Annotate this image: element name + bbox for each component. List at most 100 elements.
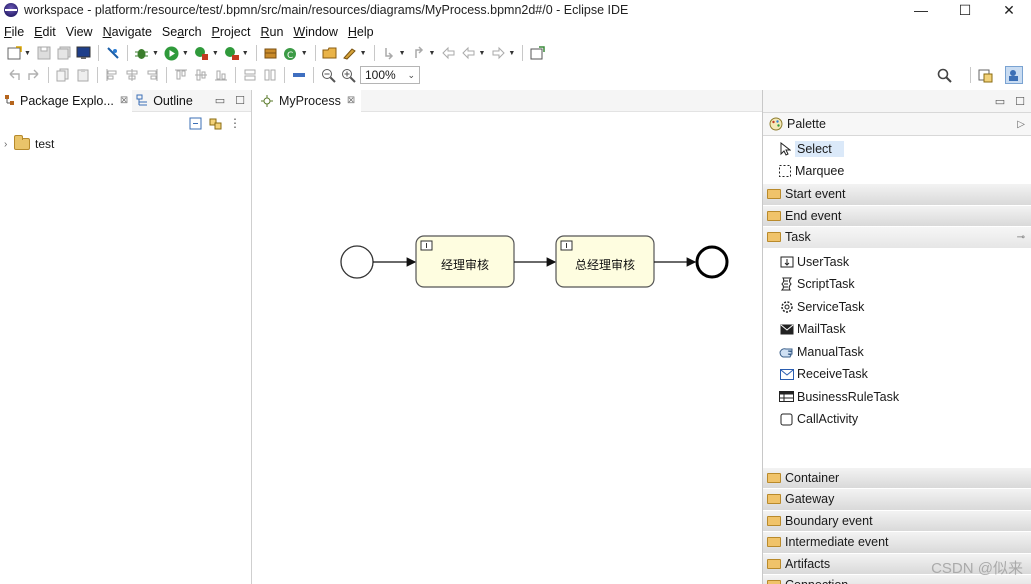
palette-tool-servicetask[interactable]: ServiceTask bbox=[763, 296, 1031, 319]
align-center-icon[interactable] bbox=[124, 67, 140, 83]
end-event[interactable] bbox=[695, 245, 729, 279]
tab-outline[interactable]: Outline bbox=[132, 90, 197, 112]
open-perspective-icon[interactable] bbox=[977, 67, 993, 83]
minimize-view-icon[interactable]: ▭ bbox=[214, 95, 226, 107]
open-task-icon[interactable] bbox=[342, 45, 358, 61]
close-window-button[interactable]: ✕ bbox=[1003, 1, 1015, 18]
chevron-right-icon[interactable]: › bbox=[4, 138, 8, 150]
tool-marquee[interactable]: Marquee bbox=[763, 160, 1031, 182]
palette-tool-receivetask[interactable]: ReceiveTask bbox=[763, 363, 1031, 386]
match-height-icon[interactable] bbox=[242, 67, 258, 83]
tab-package-explorer[interactable]: Package Explo... ⊠ bbox=[0, 89, 133, 112]
drawer-connection[interactable]: Connection bbox=[763, 575, 1031, 584]
new-class-icon[interactable]: C bbox=[283, 45, 299, 61]
tab-myprocess[interactable]: MyProcess ⊠ bbox=[254, 89, 362, 112]
drawer-boundary-event[interactable]: Boundary event bbox=[763, 510, 1031, 532]
user-task-node[interactable]: 总经理审核 bbox=[555, 235, 655, 288]
maximize-button[interactable]: ☐ bbox=[958, 1, 972, 18]
tool-select[interactable]: Select bbox=[763, 138, 1031, 160]
copy-icon[interactable] bbox=[55, 67, 71, 83]
collapse-palette-icon[interactable]: ▷ bbox=[1017, 118, 1025, 130]
forward-icon[interactable] bbox=[490, 45, 506, 61]
run-icon[interactable] bbox=[164, 45, 180, 61]
back-icon[interactable] bbox=[460, 45, 476, 61]
align-right-icon[interactable] bbox=[144, 67, 160, 83]
user-task-node[interactable]: 经理审核 bbox=[415, 235, 515, 288]
pin-editor-icon[interactable] bbox=[529, 45, 545, 61]
drawer-intermediate-event[interactable]: Intermediate event bbox=[763, 532, 1031, 554]
external-tools-icon[interactable] bbox=[224, 45, 240, 61]
chevron-down-icon[interactable]: ▼ bbox=[428, 49, 436, 57]
tree-item-project[interactable]: ›test bbox=[0, 134, 251, 154]
menu-item[interactable]: File bbox=[0, 25, 28, 39]
minimize-view-icon[interactable]: ▭ bbox=[994, 95, 1006, 108]
palette-tool-callactivity[interactable]: CallActivity bbox=[763, 408, 1031, 431]
close-icon[interactable]: ⊠ bbox=[346, 95, 356, 106]
coverage-icon[interactable] bbox=[194, 45, 210, 61]
terminal-icon[interactable] bbox=[76, 45, 92, 61]
chevron-down-icon[interactable]: ▼ bbox=[508, 49, 516, 57]
bpmn-diagram[interactable]: 经理审核 总经理审核 bbox=[254, 112, 762, 584]
paste-icon[interactable] bbox=[75, 67, 91, 83]
palette-tool-businessruletask[interactable]: BusinessRuleTask bbox=[763, 386, 1031, 409]
save-all-icon[interactable] bbox=[56, 45, 72, 61]
zoom-out-icon[interactable] bbox=[320, 67, 336, 83]
collapse-all-icon[interactable] bbox=[187, 115, 203, 131]
menu-item[interactable]: Project bbox=[208, 25, 255, 39]
align-left-icon[interactable] bbox=[104, 67, 120, 83]
chevron-down-icon[interactable]: ▼ bbox=[359, 49, 367, 57]
align-bottom-icon[interactable] bbox=[213, 67, 229, 83]
pin-drawer-icon[interactable]: ⊸ bbox=[1016, 231, 1025, 243]
redo-icon[interactable] bbox=[26, 67, 42, 83]
chevron-down-icon[interactable]: ▼ bbox=[211, 49, 219, 57]
close-icon[interactable]: ⊠ bbox=[119, 95, 129, 106]
drawer-gateway[interactable]: Gateway bbox=[763, 489, 1031, 511]
debug-icon[interactable] bbox=[134, 45, 150, 61]
prev-annotation-icon[interactable] bbox=[411, 45, 427, 61]
match-width-icon[interactable] bbox=[262, 67, 278, 83]
new-icon[interactable] bbox=[6, 45, 22, 61]
chevron-down-icon[interactable]: ▼ bbox=[300, 49, 308, 57]
diagram-canvas[interactable]: 经理审核 总经理审核 bbox=[254, 112, 762, 584]
chevron-down-icon[interactable]: ▼ bbox=[398, 49, 406, 57]
search-icon[interactable] bbox=[936, 67, 952, 83]
minimize-button[interactable]: — bbox=[914, 2, 928, 18]
chevron-down-icon[interactable]: ▼ bbox=[24, 49, 31, 57]
menu-item[interactable]: View bbox=[62, 25, 97, 39]
chevron-down-icon[interactable]: ▼ bbox=[151, 49, 159, 57]
palette-tool-usertask[interactable]: UserTask bbox=[763, 251, 1031, 274]
undo-icon[interactable] bbox=[6, 67, 22, 83]
menu-item[interactable]: Window bbox=[289, 25, 341, 39]
open-type-icon[interactable] bbox=[322, 45, 338, 61]
drawer-task[interactable]: Task ⊸ bbox=[763, 227, 1031, 249]
view-menu-icon[interactable]: ⋮ bbox=[229, 116, 241, 130]
drawer-end-event[interactable]: End event bbox=[763, 205, 1031, 227]
palette-header[interactable]: Palette ▷ bbox=[763, 112, 1031, 136]
chevron-down-icon[interactable]: ⌄ bbox=[407, 69, 415, 80]
drawer-artifacts[interactable]: Artifacts bbox=[763, 553, 1031, 575]
align-middle-icon[interactable] bbox=[193, 67, 209, 83]
align-top-icon[interactable] bbox=[173, 67, 189, 83]
maximize-view-icon[interactable]: ☐ bbox=[1015, 95, 1025, 108]
menu-item[interactable]: Search bbox=[158, 25, 206, 39]
zoom-in-icon[interactable] bbox=[340, 67, 356, 83]
chevron-down-icon[interactable]: ▼ bbox=[478, 49, 486, 57]
drawer-start-event[interactable]: Start event bbox=[763, 184, 1031, 206]
menu-item[interactable]: Help bbox=[344, 25, 378, 39]
zoom-combo[interactable]: 100% ⌄ bbox=[360, 66, 420, 84]
maximize-view-icon[interactable]: ☐ bbox=[235, 95, 245, 107]
skip-breakpoints-icon[interactable] bbox=[105, 45, 121, 61]
menu-item[interactable]: Run bbox=[256, 25, 287, 39]
new-package-icon[interactable] bbox=[263, 45, 279, 61]
menu-item[interactable]: Navigate bbox=[99, 25, 156, 39]
save-icon[interactable] bbox=[36, 45, 52, 61]
last-edit-icon[interactable] bbox=[440, 45, 456, 61]
palette-tool-scripttask[interactable]: ScriptTask bbox=[763, 273, 1031, 296]
ruler-icon[interactable] bbox=[291, 67, 307, 83]
menu-item[interactable]: Edit bbox=[30, 25, 60, 39]
link-editor-icon[interactable] bbox=[207, 115, 223, 131]
drawer-container[interactable]: Container bbox=[763, 467, 1031, 489]
java-perspective-icon[interactable] bbox=[1005, 66, 1023, 84]
chevron-down-icon[interactable]: ▼ bbox=[241, 49, 249, 57]
palette-tool-manualtask[interactable]: ManualTask bbox=[763, 341, 1031, 364]
